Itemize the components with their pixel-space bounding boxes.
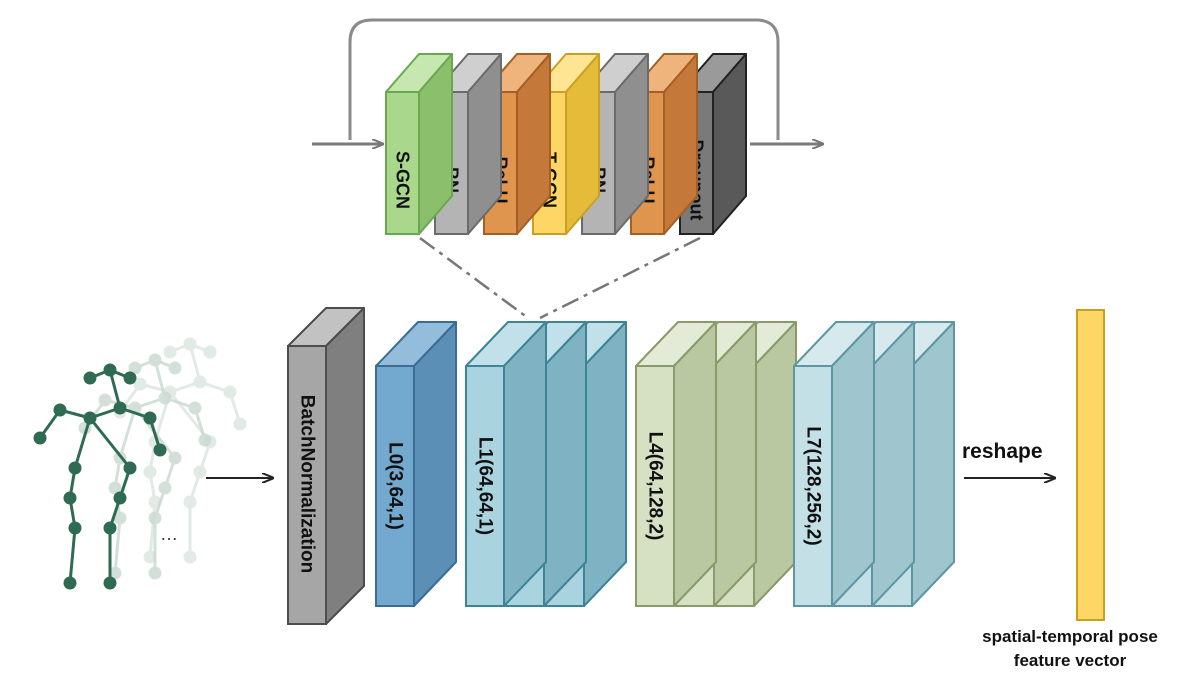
joint — [158, 391, 172, 405]
network-layer-l4: L4(64,128,2) — [635, 321, 717, 607]
network-layer-l4-side-face — [673, 321, 717, 607]
joint — [68, 461, 82, 475]
joint — [158, 481, 172, 495]
block-layer-1-front-face — [385, 91, 420, 235]
joint — [148, 353, 162, 367]
joint — [168, 451, 182, 465]
joint — [203, 345, 217, 359]
zoom-line-left — [419, 236, 529, 320]
bone — [73, 417, 92, 469]
joint — [143, 411, 157, 425]
bone — [68, 527, 77, 584]
joint — [113, 511, 127, 525]
network-layer-l0: L0(3,64,1) — [375, 321, 457, 607]
skip-connection-line — [348, 18, 780, 140]
batchnorm-layer: BatchNormalization — [287, 307, 365, 625]
batchnorm-layer-front-face — [287, 345, 327, 625]
network-layer-l1-label: L1(64,64,1) — [475, 437, 496, 535]
block-layer-1: S-GCN — [385, 53, 453, 235]
bone — [108, 369, 122, 409]
joint — [83, 371, 97, 385]
network-layer-l7-side-face — [831, 321, 875, 607]
joint — [198, 433, 212, 447]
joint — [193, 465, 207, 479]
joint — [108, 566, 122, 580]
pose-skeleton-illustration — [33, 337, 247, 590]
joint — [143, 550, 157, 564]
joint — [148, 566, 162, 580]
joint — [123, 371, 137, 385]
network-layers: BatchNormalizationL0(3,64,1)L3(64,64,1)L… — [287, 307, 955, 625]
network-layer-l9-side-face — [911, 321, 955, 607]
block-layer-1-label: S-GCN — [393, 151, 413, 209]
network-layer-l4-label: L4(64,128,2) — [645, 432, 666, 541]
joint — [123, 461, 137, 475]
bone — [148, 501, 157, 558]
joint — [163, 345, 177, 359]
network-layer-l5-side-face — [713, 321, 757, 607]
network-layer-l0-front-face — [375, 365, 415, 607]
bone — [153, 359, 167, 399]
joint — [113, 401, 127, 415]
feature-vector-label-line2: feature vector — [1014, 651, 1127, 670]
st-gcn-block-detail: DroupoutReLUBNT-GCNReLUBNS-GCN — [385, 53, 747, 235]
joint — [108, 481, 122, 495]
network-layer-l7-front-face — [793, 365, 833, 607]
zoom-line-right — [539, 236, 701, 320]
network-layer-l4-front-face — [635, 365, 675, 607]
network-layer-l2-side-face — [543, 321, 587, 607]
skeleton-frame-1 — [33, 363, 167, 590]
joint — [133, 377, 147, 391]
network-layer-l7: L7(128,256,2) — [793, 321, 875, 607]
network-layer-l1-front-face — [465, 365, 505, 607]
bone — [113, 517, 122, 574]
joint — [183, 495, 197, 509]
joint — [53, 403, 67, 417]
joint — [143, 465, 157, 479]
joint — [168, 361, 182, 375]
joint — [103, 521, 117, 535]
reshape-label: reshape — [962, 440, 1043, 463]
joint — [103, 363, 117, 377]
joint — [183, 550, 197, 564]
skeleton-frame-2 — [78, 353, 212, 580]
batchnorm-layer-label: BatchNormalization — [297, 395, 318, 573]
joint — [83, 411, 97, 425]
feature-vector-bar — [1076, 309, 1105, 621]
network-layer-l1: L1(64,64,1) — [465, 321, 547, 607]
joint — [128, 361, 142, 375]
joint — [33, 431, 47, 445]
network-layer-l8-side-face — [871, 321, 915, 607]
joint — [193, 375, 207, 389]
network-layer-l3-side-face — [583, 321, 627, 607]
joint — [188, 401, 202, 415]
joint — [68, 521, 82, 535]
joint — [233, 417, 247, 431]
joint — [223, 385, 237, 399]
bone — [188, 343, 202, 383]
joint — [98, 393, 112, 407]
joint — [63, 576, 77, 590]
joint — [148, 511, 162, 525]
skeleton-ellipsis: … — [160, 524, 178, 544]
feature-vector-label-line1: spatial-temporal pose — [982, 627, 1158, 646]
joint — [113, 491, 127, 505]
network-layer-l7-label: L7(128,256,2) — [803, 426, 824, 545]
joint — [183, 337, 197, 351]
joint — [103, 576, 117, 590]
joint — [63, 491, 77, 505]
network-layer-l0-side-face — [413, 321, 457, 607]
skeleton-frame-3 — [113, 337, 247, 564]
bone — [88, 417, 132, 469]
joint — [153, 443, 167, 457]
network-layer-l1-side-face — [503, 321, 547, 607]
bone — [118, 407, 137, 459]
batchnorm-layer-side-face — [325, 307, 365, 625]
network-layer-l6-side-face — [753, 321, 797, 607]
network-layer-l0-label: L0(3,64,1) — [385, 442, 406, 530]
